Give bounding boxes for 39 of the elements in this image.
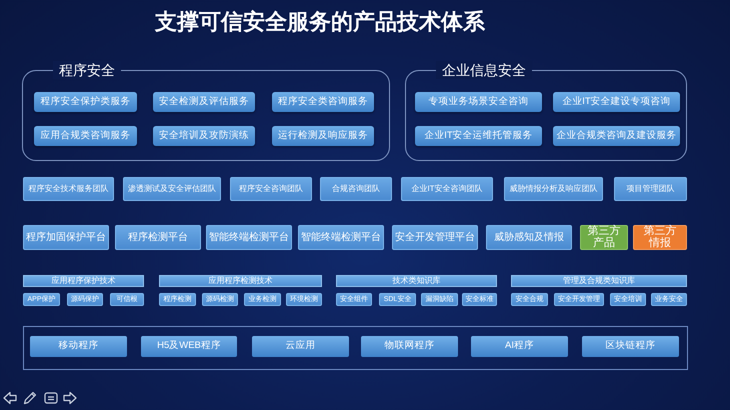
platform-box: 第三方情报 bbox=[633, 225, 687, 250]
application-box: 移动程序 bbox=[30, 336, 127, 357]
technology-header-bar: 应用程序保护技术 bbox=[23, 275, 144, 287]
service-box: 企业IT安全建设专项咨询 bbox=[553, 92, 680, 112]
technology-header-bar: 应用程序检测技术 bbox=[159, 275, 322, 287]
team-box: 合规咨询团队 bbox=[320, 177, 392, 201]
service-box: 程序安全保护类服务 bbox=[34, 92, 137, 112]
platform-box: 智能终端检测平台 bbox=[206, 225, 292, 250]
service-box: 程序安全类咨询服务 bbox=[272, 92, 374, 112]
team-box: 程序安全咨询团队 bbox=[230, 177, 312, 201]
application-box: AI程序 bbox=[471, 336, 568, 357]
platform-box: 程序加固保护平台 bbox=[23, 225, 109, 250]
application-panel bbox=[23, 326, 688, 370]
slide-title: 支撑可信安全服务的产品技术体系 bbox=[155, 8, 485, 36]
technology-header-bar: 技术类知识库 bbox=[336, 275, 497, 287]
application-box: 区块链程序 bbox=[582, 336, 679, 357]
team-box: 程序安全技术服务团队 bbox=[23, 177, 114, 201]
service-box: 安全检测及评估服务 bbox=[153, 92, 255, 112]
platform-box: 安全开发管理平台 bbox=[392, 225, 478, 250]
section-title: 程序安全 bbox=[53, 61, 121, 79]
section-title: 企业信息安全 bbox=[436, 61, 532, 79]
team-box: 威胁情报分析及响应团队 bbox=[504, 177, 603, 201]
application-box: H5及WEB程序 bbox=[141, 336, 237, 357]
service-box: 安全培训及攻防演练 bbox=[153, 126, 255, 146]
platform-box: 第三方产品 bbox=[580, 225, 628, 250]
team-box: 渗透测试及安全评估团队 bbox=[123, 177, 221, 201]
application-box: 云应用 bbox=[252, 336, 349, 357]
platform-box: 威胁感知及情报 bbox=[486, 225, 572, 250]
platform-box: 程序检测平台 bbox=[115, 225, 201, 250]
team-box: 企业IT安全咨询团队 bbox=[401, 177, 493, 201]
team-box: 项目管理团队 bbox=[614, 177, 687, 201]
service-box: 企业合规类咨询及建设服务 bbox=[553, 126, 680, 146]
application-box: 物联网程序 bbox=[361, 336, 458, 357]
service-box: 运行检测及响应服务 bbox=[272, 126, 374, 146]
service-box: 专项业务场景安全咨询 bbox=[415, 92, 542, 112]
service-box: 应用合规类咨询服务 bbox=[34, 126, 137, 146]
service-box: 企业IT安全运维托管服务 bbox=[415, 126, 542, 146]
platform-box: 智能终端检测平台 bbox=[298, 225, 384, 250]
technology-header-bar: 管理及合规类知识库 bbox=[511, 275, 687, 287]
